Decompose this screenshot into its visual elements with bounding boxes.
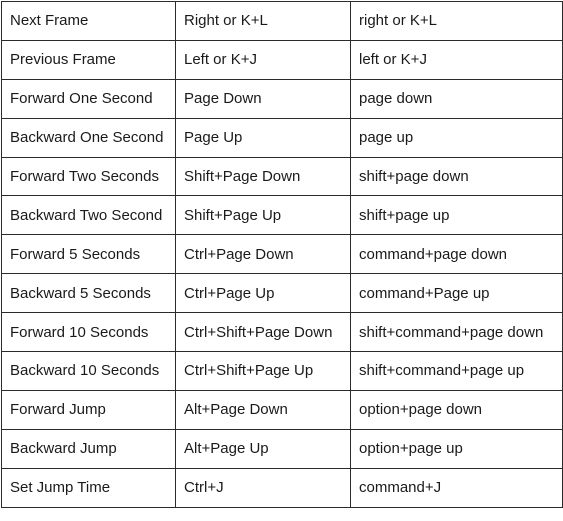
action-cell: Forward One Second — [1, 78, 176, 119]
windows-shortcut-cell: Ctrl+Shift+Page Down — [175, 312, 351, 353]
windows-shortcut-cell: Page Up — [175, 117, 351, 158]
windows-shortcut-cell: Ctrl+J — [175, 467, 351, 508]
mac-shortcut-cell: command+Page up — [350, 273, 563, 314]
table-row: Backward Two Second Shift+Page Up shift+… — [1, 195, 563, 236]
action-cell: Backward 10 Seconds — [1, 351, 176, 391]
mac-shortcut-cell: shift+command+page up — [350, 351, 563, 391]
mac-shortcut-cell: option+page down — [350, 389, 563, 430]
shortcut-table: Next Frame Right or K+L right or K+L Pre… — [1, 1, 563, 508]
windows-shortcut-cell: Alt+Page Up — [175, 428, 351, 469]
mac-shortcut-cell: shift+page up — [350, 195, 563, 236]
mac-shortcut-cell: shift+command+page down — [350, 312, 563, 353]
action-cell: Backward Jump — [1, 428, 176, 469]
table-row: Backward One Second Page Up page up — [1, 117, 563, 158]
action-cell: Backward One Second — [1, 117, 176, 158]
table-row: Forward One Second Page Down page down — [1, 78, 563, 119]
table-row: Previous Frame Left or K+J left or K+J — [1, 39, 563, 80]
action-cell: Forward Jump — [1, 389, 176, 430]
table-row: Forward 5 Seconds Ctrl+Page Down command… — [1, 234, 563, 275]
action-cell: Forward 5 Seconds — [1, 234, 176, 275]
mac-shortcut-cell: page up — [350, 117, 563, 158]
action-cell: Forward 10 Seconds — [1, 312, 176, 353]
windows-shortcut-cell: Right or K+L — [175, 1, 351, 41]
table-row: Set Jump Time Ctrl+J command+J — [1, 467, 563, 508]
action-cell: Set Jump Time — [1, 467, 176, 508]
action-cell: Backward Two Second — [1, 195, 176, 236]
windows-shortcut-cell: Ctrl+Shift+Page Up — [175, 351, 351, 391]
windows-shortcut-cell: Shift+Page Down — [175, 156, 351, 197]
mac-shortcut-cell: page down — [350, 78, 563, 119]
windows-shortcut-cell: Ctrl+Page Down — [175, 234, 351, 275]
table-row: Backward 5 Seconds Ctrl+Page Up command+… — [1, 273, 563, 314]
mac-shortcut-cell: left or K+J — [350, 39, 563, 80]
windows-shortcut-cell: Page Down — [175, 78, 351, 119]
action-cell: Backward 5 Seconds — [1, 273, 176, 314]
windows-shortcut-cell: Left or K+J — [175, 39, 351, 80]
mac-shortcut-cell: shift+page down — [350, 156, 563, 197]
action-cell: Forward Two Seconds — [1, 156, 176, 197]
table-row: Backward 10 Seconds Ctrl+Shift+Page Up s… — [1, 351, 563, 391]
table-row: Next Frame Right or K+L right or K+L — [1, 1, 563, 41]
action-cell: Previous Frame — [1, 39, 176, 80]
windows-shortcut-cell: Alt+Page Down — [175, 389, 351, 430]
mac-shortcut-cell: command+J — [350, 467, 563, 508]
table-row: Forward 10 Seconds Ctrl+Shift+Page Down … — [1, 312, 563, 353]
table-row: Forward Jump Alt+Page Down option+page d… — [1, 389, 563, 430]
windows-shortcut-cell: Ctrl+Page Up — [175, 273, 351, 314]
shortcut-table-body: Next Frame Right or K+L right or K+L Pre… — [1, 1, 563, 508]
mac-shortcut-cell: command+page down — [350, 234, 563, 275]
mac-shortcut-cell: option+page up — [350, 428, 563, 469]
table-row: Backward Jump Alt+Page Up option+page up — [1, 428, 563, 469]
mac-shortcut-cell: right or K+L — [350, 1, 563, 41]
action-cell: Next Frame — [1, 1, 176, 41]
windows-shortcut-cell: Shift+Page Up — [175, 195, 351, 236]
table-row: Forward Two Seconds Shift+Page Down shif… — [1, 156, 563, 197]
